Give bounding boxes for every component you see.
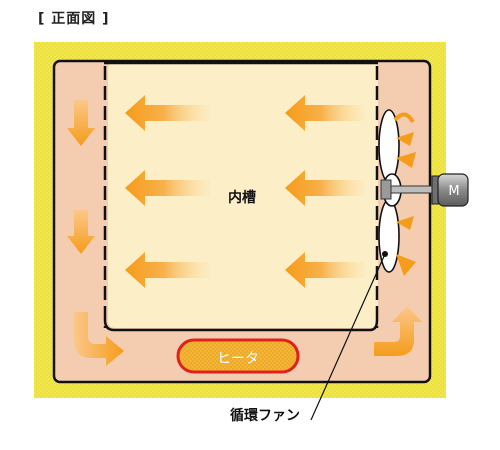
flow-arrow-icon	[74, 312, 124, 366]
heater-label: ヒータ	[217, 351, 259, 367]
flow-arrow-icon	[67, 210, 95, 254]
view-label: [ 正面図 ]	[38, 11, 110, 27]
motor-icon	[431, 173, 469, 207]
flow-arrow-icon	[67, 100, 95, 146]
motor-label: M	[448, 184, 459, 199]
fan-shaft	[383, 185, 439, 194]
inner-chamber-label: 内槽	[228, 189, 256, 206]
circulation-fan-label: 循環ファン	[230, 407, 300, 424]
fan-leader-line	[310, 253, 386, 421]
inner-chamber-bottom-wall	[103, 319, 379, 332]
inner-chamber	[108, 62, 378, 328]
flow-arrow-icon	[374, 306, 422, 356]
flow-arrow-icon	[285, 95, 365, 131]
heater	[176, 338, 300, 374]
flow-arrow-icon	[285, 170, 365, 206]
flow-arrow-icon	[285, 252, 365, 288]
fan-hub	[380, 179, 392, 200]
flow-arrow-icon	[125, 170, 210, 206]
flow-arrow-icon	[125, 252, 210, 288]
flow-arrow-icon	[125, 95, 210, 131]
